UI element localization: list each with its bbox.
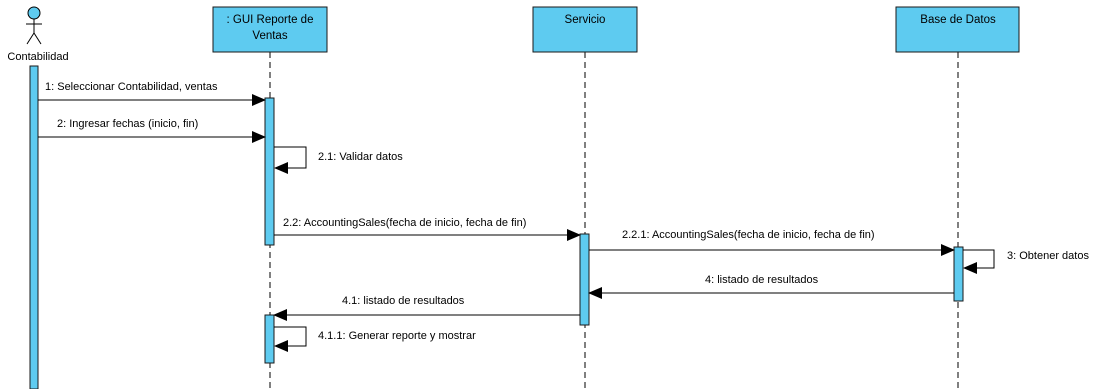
message-1[interactable]: 1: Seleccionar Contabilidad, ventas: [38, 81, 266, 106]
message-4-1-label: 4.1: listado de resultados: [342, 295, 465, 307]
gui-activation-2: [264, 314, 275, 364]
gui-lifeline-box[interactable]: : GUI Reporte de Ventas: [212, 6, 328, 53]
gui-name-line2: Ventas: [252, 30, 287, 42]
message-1-label: 1: Seleccionar Contabilidad, ventas: [45, 81, 218, 93]
bd-activation: [953, 246, 964, 302]
message-2[interactable]: 2: Ingresar fechas (inicio, fin): [38, 118, 266, 143]
bd-name: Base de Datos: [920, 14, 996, 26]
message-4-1-1-self[interactable]: 4.1.1: Generar reporte y mostrar: [274, 326, 476, 352]
message-2-label: 2: Ingresar fechas (inicio, fin): [57, 118, 198, 130]
gui-activation-1: [264, 97, 275, 246]
message-4-1[interactable]: 4.1: listado de resultados: [273, 295, 580, 321]
message-2-1-self[interactable]: 2.1: Validar datos: [274, 146, 403, 174]
message-2-2[interactable]: 2.2: AccountingSales(fecha de inicio, fe…: [274, 217, 581, 241]
message-3-label: 3: Obtener datos: [1007, 250, 1089, 262]
servicio-lifeline-box[interactable]: Servicio: [532, 6, 638, 53]
message-2-1-label: 2.1: Validar datos: [318, 151, 403, 163]
message-2-2-1[interactable]: 2.2.1: AccountingSales(fecha de inicio, …: [589, 229, 955, 256]
message-3-self[interactable]: 3: Obtener datos: [963, 249, 1089, 274]
gui-name-line1: : GUI Reporte de: [227, 14, 314, 26]
bd-lifeline-box[interactable]: Base de Datos: [895, 6, 1020, 53]
message-4-label: 4: listado de resultados: [705, 274, 819, 286]
actor-name: Contabilidad: [7, 51, 68, 63]
message-4[interactable]: 4: listado de resultados: [588, 274, 954, 299]
servicio-activation: [579, 233, 590, 326]
message-4-1-1-label: 4.1.1: Generar reporte y mostrar: [318, 330, 476, 342]
actor-activation: [29, 65, 39, 389]
actor-icon[interactable]: [26, 6, 42, 45]
servicio-name: Servicio: [565, 14, 606, 26]
message-2-2-1-label: 2.2.1: AccountingSales(fecha de inicio, …: [622, 229, 875, 241]
message-2-2-label: 2.2: AccountingSales(fecha de inicio, fe…: [283, 217, 526, 229]
